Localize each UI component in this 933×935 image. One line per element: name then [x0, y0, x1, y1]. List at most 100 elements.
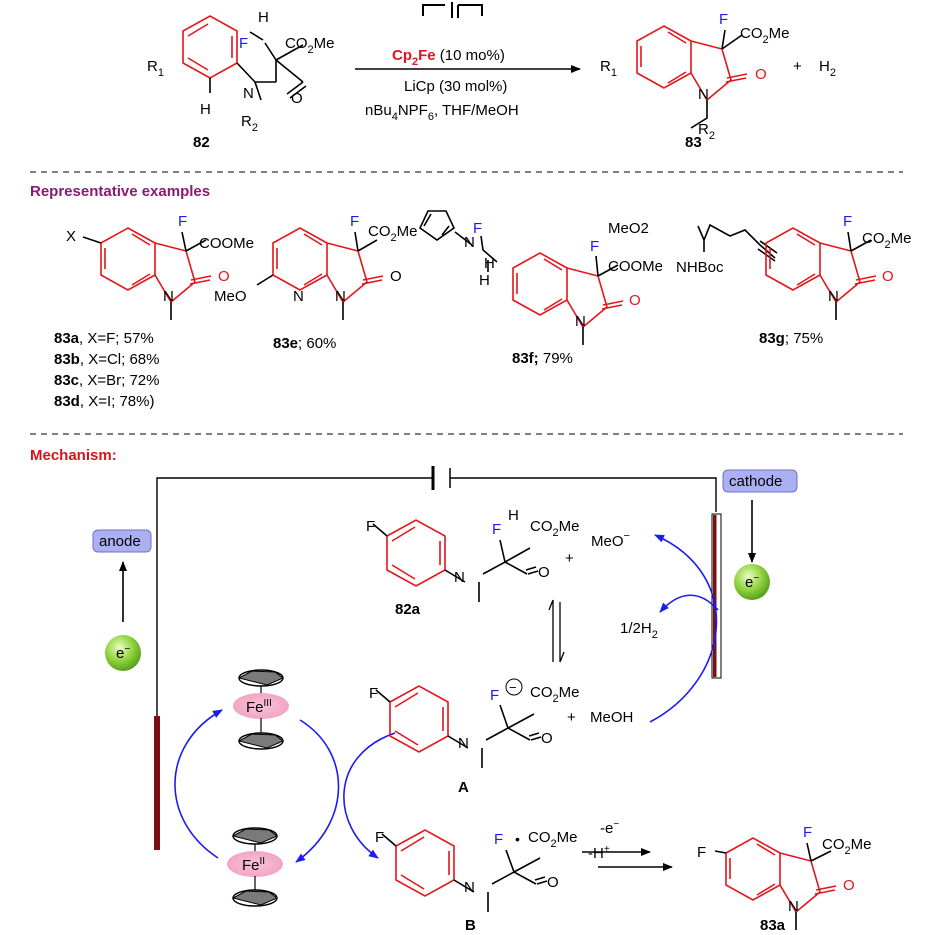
svg-text:O: O	[755, 66, 767, 83]
svg-text:F: F	[178, 213, 187, 230]
svg-text:H: H	[484, 255, 495, 272]
svg-text:e−: e−	[116, 644, 130, 662]
reaction-conditions: Cp2Fe (10 mo%) LiCp (30 mol%) nBu4NPF6, …	[355, 2, 581, 123]
example-83f: N F H H F COOMe O N 83f; 79%	[418, 210, 663, 367]
circuit-wire	[156, 477, 717, 716]
svg-text:FeIII: FeIII	[246, 698, 272, 716]
svg-text:N: N	[464, 234, 475, 251]
svg-text:H: H	[258, 9, 269, 26]
svg-text:F: F	[843, 213, 852, 230]
svg-text:CO2Me: CO2Me	[528, 829, 577, 850]
svg-text:-e−: -e−	[600, 819, 619, 837]
mechanism: Mechanism: anode e− cathode e− FeIII	[30, 447, 871, 934]
svg-text:B: B	[465, 917, 476, 934]
svg-text:83: 83	[685, 134, 702, 151]
svg-text:LiCp (30 mol%): LiCp (30 mol%)	[404, 78, 507, 95]
svg-text:N: N	[698, 86, 709, 103]
svg-text:F: F	[697, 844, 706, 861]
svg-text:NHBoc: NHBoc	[676, 259, 724, 276]
svg-text:R2: R2	[698, 121, 715, 142]
svg-text:F: F	[719, 11, 728, 28]
svg-text:COOMe: COOMe	[199, 235, 254, 252]
svg-text:82a: 82a	[395, 601, 421, 618]
cathode-label: cathode	[729, 473, 782, 490]
svg-text:F: F	[375, 829, 384, 846]
svg-text:CO2Me: CO2Me	[862, 230, 911, 251]
mechanism-heading: Mechanism:	[30, 447, 117, 464]
svg-text:N: N	[464, 879, 475, 896]
svg-text:CO2Me: CO2Me	[822, 836, 871, 857]
svg-text:N: N	[828, 288, 839, 305]
svg-text:O: O	[390, 268, 402, 285]
svg-text:+: +	[567, 709, 576, 726]
svg-text:83g; 75%: 83g; 75%	[759, 330, 823, 347]
svg-text:82: 82	[193, 134, 210, 151]
example-83e: F CO2Me O N N MeO 83e; 60%	[214, 213, 417, 352]
svg-text:O: O	[882, 268, 894, 285]
svg-text:N: N	[458, 735, 469, 752]
svg-text:N: N	[335, 288, 346, 305]
svg-text:H: H	[200, 101, 211, 118]
ferrocenium: FeIII	[233, 669, 289, 750]
anode-electrode	[154, 716, 160, 850]
svg-text:MeO2: MeO2	[608, 220, 649, 237]
svg-text:R1: R1	[147, 58, 164, 79]
svg-text:A: A	[458, 779, 469, 796]
svg-text:F: F	[366, 518, 375, 535]
svg-text:N: N	[243, 85, 254, 102]
svg-text:83c, X=Br; 72%: 83c, X=Br; 72%	[54, 372, 160, 389]
intermediate-B: F N O F • CO2Me B	[375, 829, 577, 934]
svg-text:83f; 79%: 83f; 79%	[512, 350, 573, 367]
svg-text:N: N	[163, 288, 174, 305]
svg-text:F: F	[494, 831, 503, 848]
svg-text:O: O	[541, 730, 553, 747]
svg-text:N: N	[293, 288, 304, 305]
svg-text:−: −	[509, 680, 517, 695]
svg-text:F: F	[239, 35, 248, 52]
svg-text:-H+: -H+	[588, 844, 610, 862]
svg-text:MeO: MeO	[214, 288, 247, 305]
svg-text:CO2Me: CO2Me	[368, 223, 417, 244]
svg-text:83d, X=I; 78%): 83d, X=I; 78%)	[54, 393, 154, 410]
svg-text:F: F	[490, 687, 499, 704]
svg-text:83b, X=Cl; 68%: 83b, X=Cl; 68%	[54, 351, 159, 368]
svg-text:H: H	[479, 272, 490, 289]
svg-text:F: F	[350, 213, 359, 230]
svg-text:COOMe: COOMe	[608, 258, 663, 275]
anode-label: anode	[99, 533, 141, 550]
svg-text:83a, X=F; 57%: 83a, X=F; 57%	[54, 330, 154, 347]
compound-82a: F N O F H CO2Me 82a	[366, 507, 579, 618]
substrate-82: R1 H N O F H CO2Me R2 82	[147, 9, 334, 151]
top-reaction: R1 H N O F H CO2Me R2 82 Cp2Fe (10 mo%) …	[147, 2, 836, 151]
svg-text:83e; 60%: 83e; 60%	[273, 335, 336, 352]
half-hydrogen: 1/2H2	[620, 620, 658, 641]
svg-text:83a: 83a	[760, 917, 786, 934]
svg-text:O: O	[843, 877, 855, 894]
ferrocene: FeII	[227, 827, 283, 907]
svg-text:O: O	[629, 292, 641, 309]
svg-text:R2: R2	[241, 113, 258, 134]
svg-text:O: O	[218, 268, 230, 285]
methoxide: MeO−	[591, 530, 630, 550]
svg-text:N: N	[788, 898, 799, 915]
svg-text:F: F	[803, 824, 812, 841]
svg-text:+: +	[565, 550, 574, 567]
intermediate-A: F N O F − CO2Me A	[369, 678, 579, 796]
svg-text:F: F	[369, 685, 378, 702]
electron-cathode	[734, 564, 770, 600]
product-83: R1 F CO2Me O N R2 83 + H2	[600, 11, 836, 151]
electrolysis-cell-symbol	[422, 2, 483, 18]
svg-text:F: F	[492, 521, 501, 538]
example-83g: MeO2 NHBoc F CO2Me O N 83g; 75%	[608, 213, 911, 347]
svg-text:Cp2Fe (10 mo%): Cp2Fe (10 mo%)	[392, 47, 505, 68]
svg-text:N: N	[454, 569, 465, 586]
svg-text:CO2Me: CO2Me	[530, 518, 579, 539]
svg-text:F: F	[590, 238, 599, 255]
examples-heading: Representative examples	[30, 183, 210, 200]
svg-text:CO2Me: CO2Me	[285, 35, 334, 56]
svg-text:O: O	[291, 90, 303, 107]
svg-text:H2: H2	[819, 58, 836, 79]
svg-text:+: +	[793, 58, 802, 75]
svg-text:CO2Me: CO2Me	[530, 684, 579, 705]
